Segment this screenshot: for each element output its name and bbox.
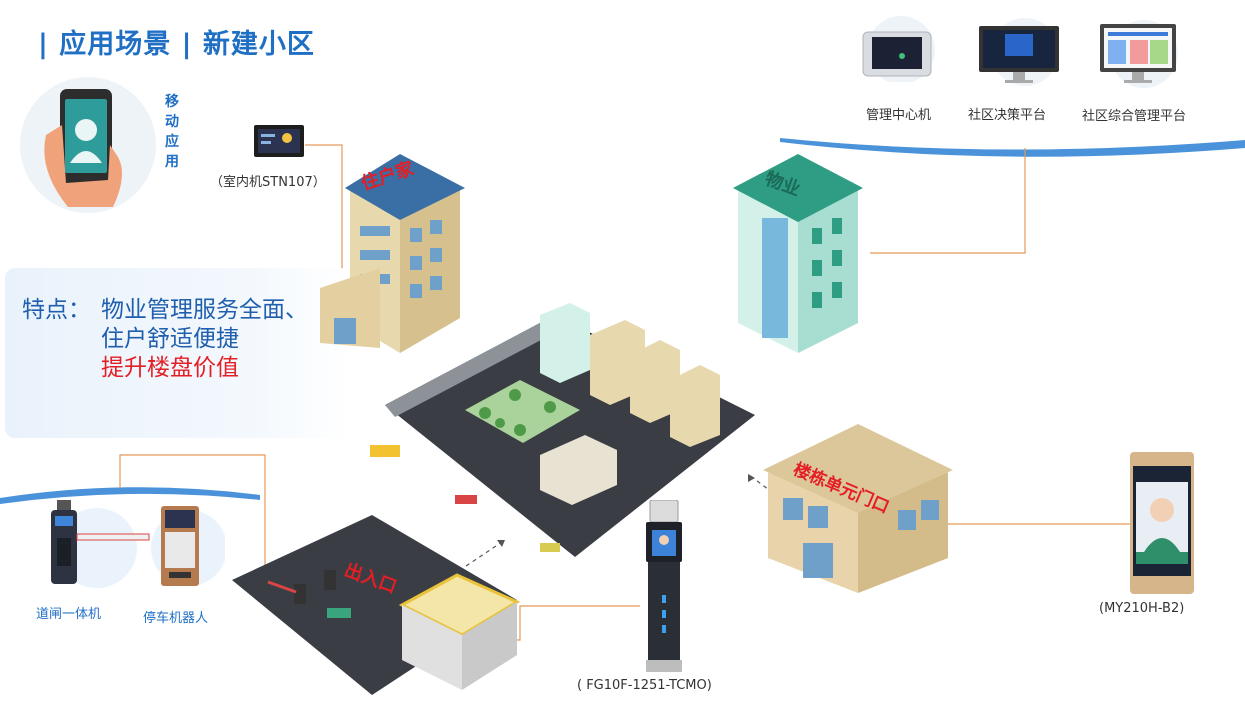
property-building [733,154,863,353]
device-arc [0,487,260,504]
face-terminal-gate-label: ( FG10F-1251-TCMO) [577,678,712,693]
decision-platform-icon [979,18,1059,86]
management-center-icon [862,16,935,82]
unit-door-building [763,424,953,593]
parking-robot-label: 停车机器人 [143,611,209,626]
feature-line-3: 提升楼盘价值 [101,355,239,381]
indoor-unit-label: （室内机STN107） [210,175,326,190]
platform-label-decision: 社区决策平台 [968,108,1047,123]
mobile-app-illustration [20,77,156,213]
features-panel [5,268,350,438]
parking-robot-icon [151,506,225,586]
resident-building [320,154,465,353]
feature-line-1: 物业管理服务全面、 [101,297,308,323]
platform-arc [780,138,1245,157]
barrier-gate-icon [51,500,150,588]
connector-platform [870,148,1026,254]
features-label: 特点： [22,297,91,323]
gate-area [232,515,521,695]
mobile-app-label: 移动应用 [165,94,179,170]
barrier-gate-label: 道闸一体机 [36,607,102,622]
face-terminal-door-icon [1130,452,1194,594]
connector-indoor [305,144,343,298]
platform-label-integrated: 社区综合管理平台 [1082,109,1187,124]
platform-label-management: 管理中心机 [866,108,932,123]
integrated-platform-icon [1100,20,1178,88]
face-terminal-gate-icon [646,500,682,672]
feature-line-2: 住户舒适便捷 [101,326,239,352]
face-terminal-door-label: (MY210H-B2) [1099,601,1185,616]
page-title: | 应用场景 | 新建小区 [38,29,315,60]
indoor-unit-icon [254,125,304,157]
community-plaza [370,303,755,557]
